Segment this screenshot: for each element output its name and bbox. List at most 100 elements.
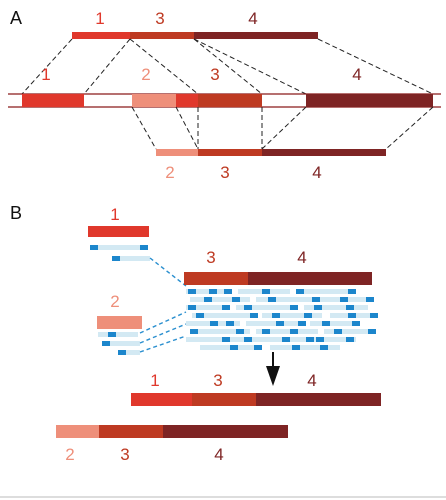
read-end: [312, 297, 320, 302]
panel-a-bottom-label-3: 3: [220, 163, 229, 182]
read-link: [149, 257, 187, 287]
read-end: [304, 313, 312, 318]
read-end: [232, 297, 240, 302]
read-end: [222, 337, 230, 342]
connector: [193, 38, 307, 95]
read-end: [320, 345, 328, 350]
read-end: [262, 289, 270, 294]
genome-label-1: 1: [41, 65, 50, 84]
read-end: [296, 289, 304, 294]
panel-a-bottom-exon-2: [156, 149, 198, 156]
read-end: [196, 313, 204, 318]
read-end: [306, 337, 314, 342]
read: [312, 337, 356, 342]
result-2-exon-4: [163, 425, 288, 438]
result-1-label-4: 4: [307, 371, 316, 390]
read: [250, 337, 306, 342]
read: [262, 313, 322, 318]
read: [256, 329, 318, 334]
result-1-exon-1: [131, 393, 192, 406]
read: [102, 341, 140, 346]
panel-b-exon-1-reads: [90, 245, 150, 261]
panel-b-exon-3-4-group: 3 4: [184, 248, 378, 350]
read: [192, 313, 256, 318]
genome-exon-3: [198, 94, 262, 107]
read-end: [368, 329, 376, 334]
connector: [21, 38, 73, 95]
panel-a-top-transcript: 1 3 4: [72, 9, 318, 39]
read: [270, 345, 340, 350]
panel-a-bottom-connectors: [131, 106, 434, 150]
panel-a-bottom-exon-4: [262, 149, 386, 156]
genome-exon-1: [22, 94, 84, 107]
read-end: [210, 321, 218, 326]
read: [236, 305, 298, 310]
down-arrow: [266, 352, 280, 386]
genome-label-3: 3: [210, 65, 219, 84]
result-1-exon-3: [192, 393, 256, 406]
read-end: [209, 289, 217, 294]
read-end: [334, 329, 342, 334]
panel-b-top-label-4: 4: [297, 248, 306, 267]
read-end: [108, 332, 116, 337]
read-end: [282, 337, 290, 342]
read-end: [292, 345, 300, 350]
panel-b-exon-3-4-reads: [186, 289, 378, 350]
read: [90, 245, 148, 250]
result-2-label-2: 2: [65, 445, 74, 464]
read-end: [348, 313, 356, 318]
read-end: [224, 289, 232, 294]
panel-b-exon-4: [248, 272, 372, 285]
connector: [175, 106, 199, 150]
read-end: [118, 350, 126, 355]
panel-b-top-label-3: 3: [206, 248, 215, 267]
panel-b-exon-2: [97, 316, 142, 329]
read: [246, 321, 304, 326]
panel-a-top-exon-4: [194, 32, 318, 39]
result-1-label-3: 3: [213, 371, 222, 390]
panel-a-bottom-exon-3: [198, 149, 262, 156]
read-end: [268, 297, 276, 302]
read-end: [370, 313, 378, 318]
read-end: [190, 329, 198, 334]
result-2-label-4: 4: [214, 445, 223, 464]
result-1-label-1: 1: [150, 371, 159, 390]
panel-a-top-exon-1: [72, 32, 130, 39]
read-end: [348, 289, 356, 294]
result-1-exon-4: [256, 393, 381, 406]
read-end: [346, 305, 354, 310]
read-end: [314, 305, 322, 310]
read-end: [346, 337, 354, 342]
read: [98, 332, 138, 337]
read: [186, 305, 230, 310]
read-end: [262, 329, 270, 334]
read: [304, 305, 368, 310]
read-end: [188, 289, 196, 294]
read-end: [290, 329, 298, 334]
panel-b-result-1: 1 3 4: [131, 371, 381, 406]
read-end: [140, 245, 148, 250]
panel-a-label: A: [10, 8, 22, 28]
connector: [317, 38, 434, 95]
read-end: [188, 305, 196, 310]
read: [190, 297, 250, 302]
panel-a-top-exon-3: [130, 32, 194, 39]
read-end: [236, 329, 244, 334]
panel-b-exon-2-label: 2: [110, 292, 119, 311]
read-end: [272, 313, 280, 318]
panel-a-bottom-label-2: 2: [165, 163, 174, 182]
connector: [261, 106, 307, 150]
read: [190, 329, 250, 334]
panel-b-exon-1: [88, 226, 149, 237]
read-end: [230, 345, 238, 350]
read: [112, 256, 150, 261]
read-end: [222, 305, 230, 310]
read-end: [102, 341, 110, 346]
read-end: [276, 321, 284, 326]
panel-b-exon-2-reads: [98, 332, 140, 355]
result-2-label-3: 3: [120, 445, 129, 464]
connector: [193, 38, 263, 95]
result-2-exon-2: [56, 425, 99, 438]
panel-b-exon-3: [184, 272, 248, 285]
